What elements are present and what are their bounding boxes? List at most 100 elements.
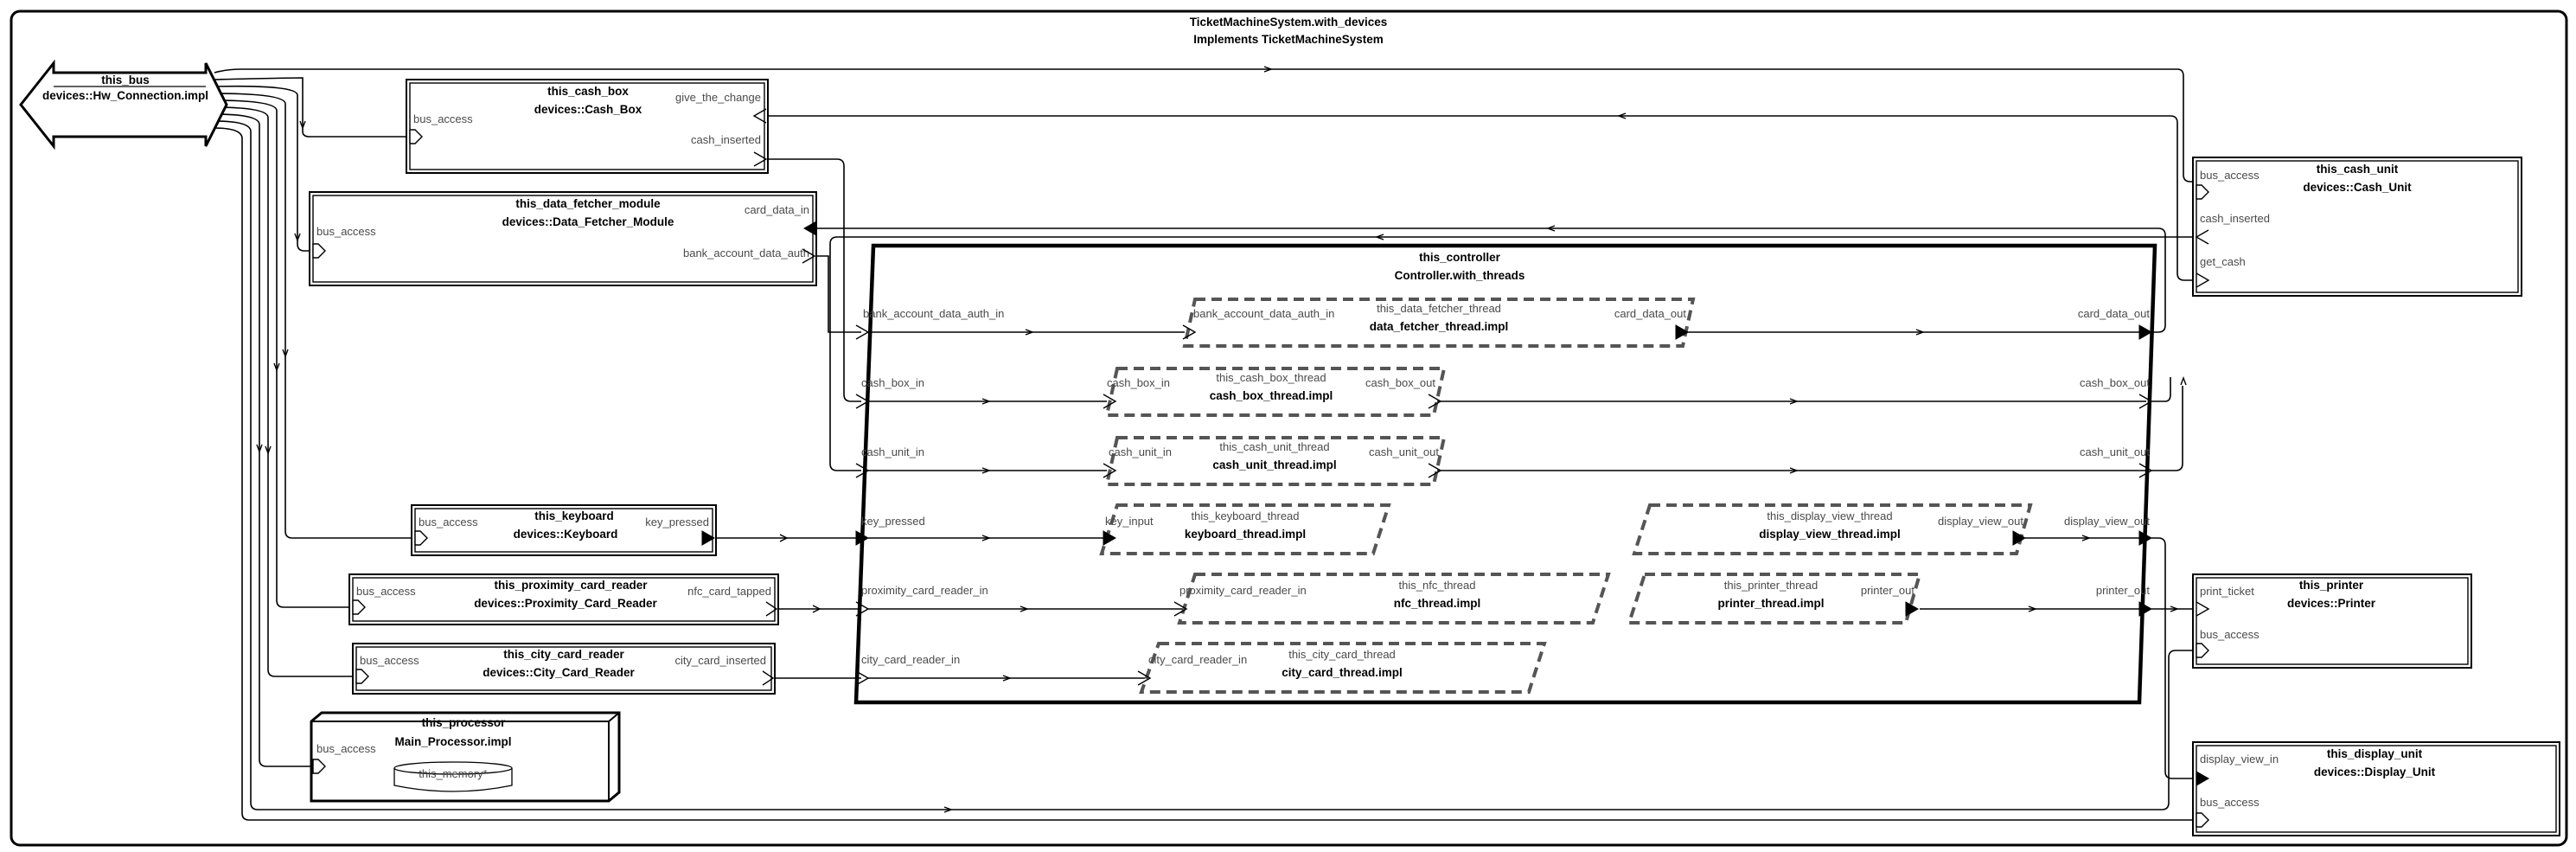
display-unit-port-bus-access: bus_access: [2200, 796, 2260, 809]
port-icon[interactable]: [855, 601, 870, 617]
thread-cash-box-type: cash_box_thread.impl: [1210, 389, 1333, 402]
data-connections: [714, 112, 2196, 779]
controller-name: this_controller: [1419, 251, 1501, 264]
port-icon[interactable]: [855, 530, 870, 546]
port-icon[interactable]: [2138, 601, 2153, 617]
memory-cylinder[interactable]: this_memory*: [393, 761, 513, 792]
controller-port-display-out: display_view_out: [2064, 515, 2150, 528]
thread-cash-unit[interactable]: this_cash_unit_thread cash_unit_thread.i…: [1103, 436, 1447, 486]
cash-box-port-bus-access: bus_access: [413, 112, 473, 125]
city-card-port-inserted: city_card_inserted: [675, 654, 767, 667]
port-icon[interactable]: [1182, 324, 1197, 340]
port-icon[interactable]: [414, 530, 428, 546]
thread-data-fetcher-out: card_data_out: [1614, 307, 1687, 320]
data-fetcher-port-card-data-in: card_data_in: [745, 203, 809, 216]
port-icon[interactable]: [802, 221, 817, 236]
port-icon[interactable]: [855, 324, 870, 340]
port-icon[interactable]: [752, 108, 767, 124]
data-fetcher-component[interactable]: this_data_fetcher_module devices::Data_F…: [309, 191, 817, 286]
port-icon[interactable]: [2012, 530, 2027, 546]
port-icon[interactable]: [762, 670, 775, 686]
controller-port-bank-in: bank_account_data_auth_in: [863, 307, 1004, 320]
port-icon[interactable]: [1137, 670, 1152, 686]
port-icon[interactable]: [2196, 272, 2210, 288]
port-icon[interactable]: [2196, 812, 2209, 828]
city-card-component[interactable]: this_city_card_reader devices::City_Card…: [352, 643, 776, 695]
controller-port-cash-box-in: cash_box_in: [861, 376, 924, 389]
port-icon[interactable]: [1103, 463, 1117, 478]
thread-nfc-in: proximity_card_reader_in: [1179, 584, 1307, 597]
printer-component[interactable]: this_printer devices::Printer print_tick…: [2192, 573, 2472, 669]
data-fetcher-port-bus-access: bus_access: [316, 225, 376, 238]
keyboard-name: this_keyboard: [534, 509, 614, 522]
thread-nfc[interactable]: this_nfc_thread nfc_thread.impl proximit…: [1173, 573, 1611, 625]
port-icon[interactable]: [312, 243, 326, 259]
port-icon[interactable]: [855, 463, 870, 478]
display-unit-component[interactable]: this_display_unit devices::Display_Unit …: [2192, 741, 2560, 836]
port-icon[interactable]: [1675, 324, 1690, 340]
processor-component[interactable]: this_processor Main_Processor.impl bus_a…: [310, 711, 621, 803]
port-icon[interactable]: [1428, 394, 1442, 409]
bus-connections: [214, 66, 2196, 821]
port-icon[interactable]: [753, 151, 768, 167]
cash-box-component[interactable]: this_cash_box devices::Cash_Box bus_acce…: [406, 79, 769, 174]
port-icon[interactable]: [2138, 394, 2153, 409]
printer-port-bus-access: bus_access: [2200, 628, 2260, 641]
port-icon[interactable]: [1103, 394, 1117, 409]
cash-unit-port-bus-access: bus_access: [2200, 169, 2260, 182]
thread-display-view[interactable]: this_display_view_thread display_view_th…: [1632, 503, 2033, 555]
port-icon[interactable]: [765, 601, 778, 617]
port-icon[interactable]: [802, 248, 816, 264]
keyboard-port-bus-access: bus_access: [419, 516, 478, 528]
keyboard-type: devices::Keyboard: [514, 528, 618, 541]
thread-data-fetcher-type: data_fetcher_thread.impl: [1370, 320, 1509, 333]
port-icon[interactable]: [1428, 463, 1442, 478]
cash-unit-port-cash-inserted: cash_inserted: [2200, 212, 2270, 225]
cash-box-name: this_cash_box: [547, 85, 629, 98]
thread-cash-unit-in: cash_unit_in: [1109, 445, 1172, 458]
port-icon[interactable]: [2196, 184, 2209, 200]
thread-cash-box[interactable]: this_cash_box_thread cash_box_thread.imp…: [1103, 367, 1447, 417]
controller-port-proximity-in: proximity_card_reader_in: [861, 584, 988, 597]
thread-display-view-out: display_view_out: [1938, 515, 2023, 528]
thread-cash-unit-out: cash_unit_out: [1369, 445, 1439, 458]
thread-keyboard[interactable]: this_keyboard_thread keyboard_thread.imp…: [1099, 503, 1391, 555]
port-icon[interactable]: [701, 530, 716, 546]
port-icon[interactable]: [352, 599, 366, 615]
thread-cash-unit-name: this_cash_unit_thread: [1219, 440, 1329, 453]
port-icon[interactable]: [2195, 229, 2209, 245]
thread-printer[interactable]: this_printer_thread printer_thread.impl …: [1627, 573, 1922, 625]
keyboard-port-key-pressed: key_pressed: [645, 516, 709, 528]
port-icon[interactable]: [312, 759, 326, 774]
port-icon[interactable]: [2138, 463, 2153, 478]
bus-component[interactable]: this_bus devices::Hw_Connection.impl: [19, 59, 228, 151]
port-icon[interactable]: [855, 670, 870, 686]
port-icon[interactable]: [2138, 530, 2153, 546]
port-icon[interactable]: [355, 669, 369, 684]
display-unit-name: this_display_unit: [2327, 747, 2423, 760]
thread-city-card[interactable]: this_city_card_thread city_card_thread.i…: [1137, 642, 1547, 694]
port-icon[interactable]: [409, 129, 423, 144]
port-icon[interactable]: [2138, 324, 2153, 340]
proximity-component[interactable]: this_proximity_card_reader devices::Prox…: [348, 573, 779, 625]
thread-nfc-name: this_nfc_thread: [1399, 579, 1476, 592]
port-icon[interactable]: [855, 394, 870, 409]
port-icon[interactable]: [1173, 601, 1188, 617]
thread-city-card-type: city_card_thread.impl: [1282, 666, 1403, 679]
port-icon[interactable]: [2196, 643, 2209, 658]
cash-unit-port-get-cash: get_cash: [2200, 255, 2246, 268]
port-icon[interactable]: [2196, 771, 2210, 786]
controller-port-cash-unit-out: cash_unit_out: [2080, 445, 2150, 458]
port-icon[interactable]: [1103, 530, 1117, 546]
controller-component[interactable]: this_controller Controller.with_threads …: [853, 243, 2157, 705]
controller-port-cash-unit-in: cash_unit_in: [861, 445, 924, 458]
thread-data-fetcher-name: this_data_fetcher_thread: [1377, 302, 1501, 315]
port-icon[interactable]: [1905, 601, 1920, 617]
cash-unit-component[interactable]: this_cash_unit devices::Cash_Unit bus_ac…: [2192, 157, 2522, 297]
keyboard-component[interactable]: this_keyboard devices::Keyboard bus_acce…: [411, 504, 717, 556]
thread-cash-unit-type: cash_unit_thread.impl: [1212, 458, 1336, 471]
thread-data-fetcher[interactable]: this_data_fetcher_thread data_fetcher_th…: [1182, 298, 1696, 348]
cash-box-port-give-the-change: give_the_change: [675, 91, 761, 104]
port-icon[interactable]: [2196, 601, 2210, 617]
